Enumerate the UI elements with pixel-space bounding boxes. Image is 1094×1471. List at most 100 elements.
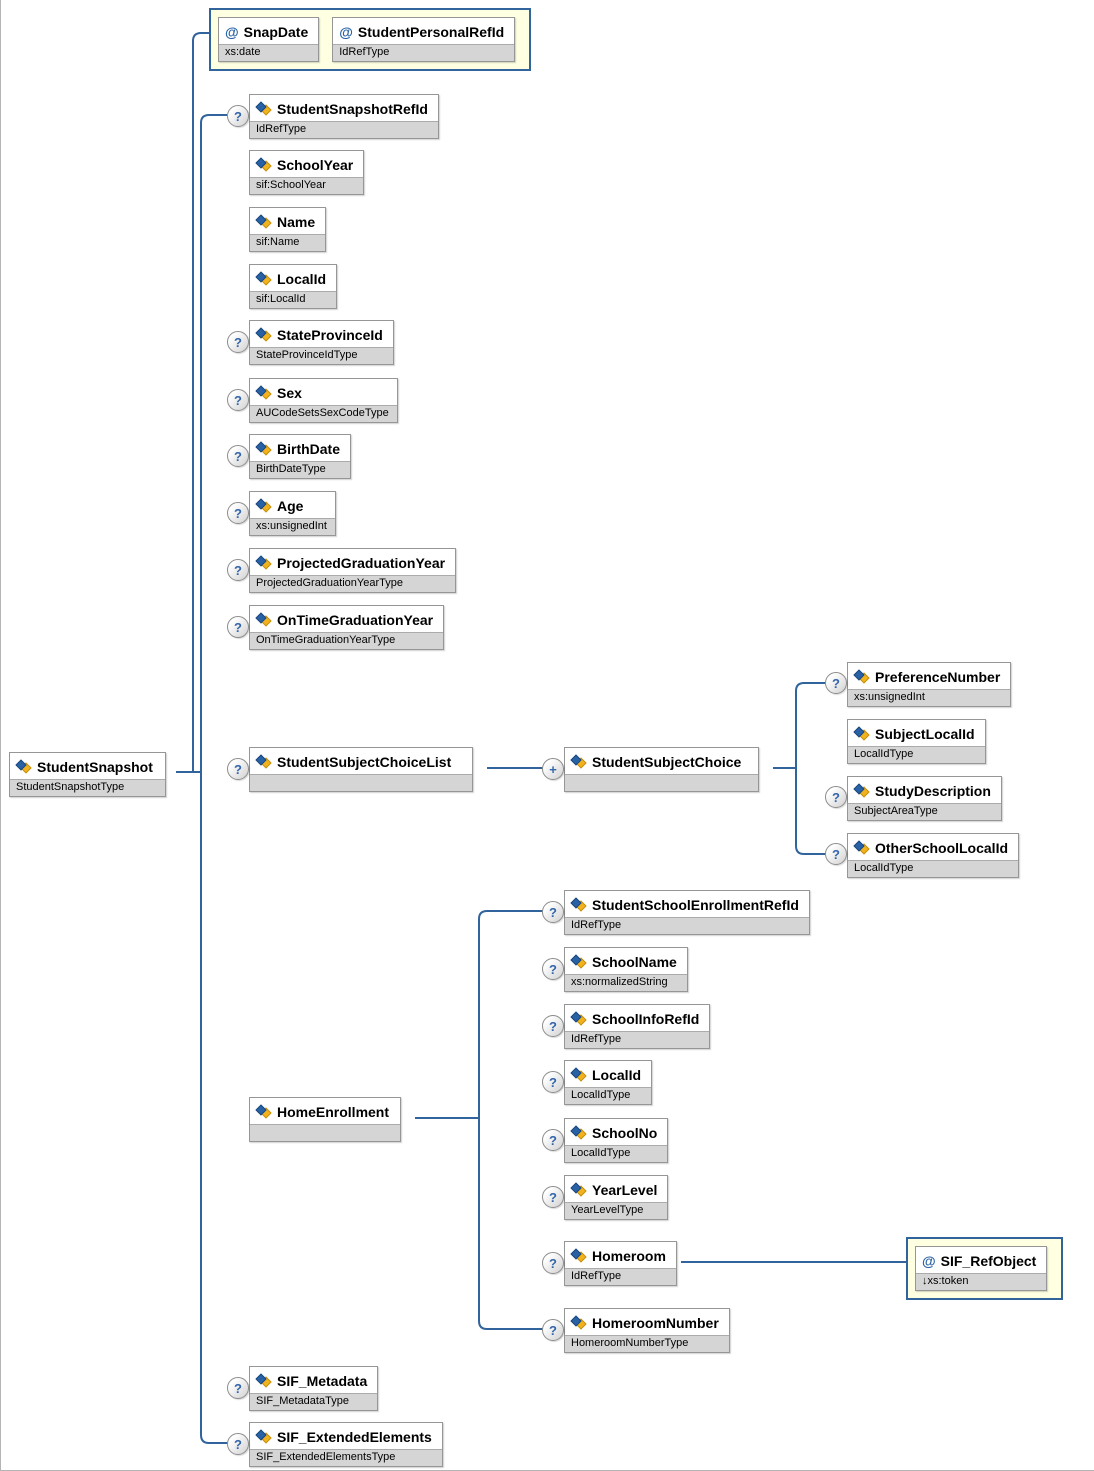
element-icon [570,896,587,912]
node-preference-number[interactable]: PreferenceNumber xs:unsignedInt [847,662,1012,707]
node-name: StudyDescription [875,782,991,799]
element-icon [255,497,272,513]
node-type: IdRefType [565,917,809,934]
element-icon [255,753,272,769]
element-icon [255,554,272,570]
node-name: StudentPersonalRefId [357,23,505,40]
node-name-row: SchoolYear [250,151,364,177]
node-student-school-enrollment-ref-id[interactable]: StudentSchoolEnrollmentRefId IdRefType [564,890,810,935]
node-study-description[interactable]: StudyDescription SubjectAreaType [847,776,1002,821]
node-local-id[interactable]: LocalId sif:LocalId [249,264,338,309]
node-he-local-id[interactable]: LocalId LocalIdType [564,1060,653,1105]
node-type: xs:normalizedString [565,974,687,991]
node-subject-local-id[interactable]: SubjectLocalId LocalIdType [847,719,986,764]
optional-indicator: ? [227,502,249,524]
node-type: BirthDateType [250,461,351,478]
node-sif-metadata[interactable]: SIF_Metadata SIF_MetadataType [249,1366,379,1411]
optional-indicator: ? [825,672,847,694]
node-name: SIF_Metadata [277,1372,368,1389]
element-icon [255,440,272,456]
optional-indicator: ? [227,559,249,581]
node-snapdate-attribute[interactable]: @SnapDate xs:date [218,17,320,62]
node-name-row: SchoolName [565,948,687,974]
node-name: SIF_ExtendedElements [277,1428,432,1445]
optional-indicator: ? [825,786,847,808]
node-sif-ref-object-attribute[interactable]: @SIF_RefObject ↓xs:token [915,1246,1048,1291]
node-type: LocalIdType [565,1087,652,1104]
attribute-icon: @ [922,1252,936,1269]
node-age[interactable]: Age xs:unsignedInt [249,491,336,536]
node-name: StudentSchoolEnrollmentRefId [592,896,799,913]
node-name: Homeroom [592,1247,666,1264]
node-projected-graduation-year[interactable]: ProjectedGraduationYear ProjectedGraduat… [249,548,457,593]
node-type: LocalIdType [848,746,985,763]
node-name: ProjectedGraduationYear [277,554,446,571]
node-student-personal-ref-id-attribute[interactable]: @StudentPersonalRefId IdRefType [332,17,516,62]
node-name: SnapDate [243,23,309,40]
node-name-row: StateProvinceId [250,321,393,347]
optional-indicator: ? [542,901,564,923]
optional-indicator: ? [227,758,249,780]
node-type: sif:SchoolYear [250,177,364,194]
node-type: xs:date [219,44,319,61]
node-homeroom-number[interactable]: HomeroomNumber HomeroomNumberType [564,1308,730,1353]
element-icon [570,1010,587,1026]
optional-indicator: ? [542,958,564,980]
node-name-row: StudentSchoolEnrollmentRefId [565,891,809,917]
node-name-row: BirthDate [250,435,351,461]
node-name-row: StudentSnapshot [10,753,165,779]
homeroom-attributes-group: @SIF_RefObject ↓xs:token [906,1237,1064,1300]
node-type: OnTimeGraduationYearType [250,632,444,649]
node-name: OtherSchoolLocalId [875,839,1009,856]
element-icon [853,668,870,684]
node-name: StudentSnapshot [37,758,153,775]
node-type: sif:Name [250,234,326,251]
node-type: SIF_MetadataType [250,1393,378,1410]
node-student-subject-choice-list[interactable]: StudentSubjectChoiceList [249,747,473,792]
element-icon [570,1066,587,1082]
element-icon [255,213,272,229]
node-school-info-ref-id[interactable]: SchoolInfoRefId IdRefType [564,1004,711,1049]
node-school-name[interactable]: SchoolName xs:normalizedString [564,947,688,992]
node-name: OnTimeGraduationYear [277,611,434,628]
node-homeroom[interactable]: Homeroom IdRefType [564,1241,677,1286]
attribute-icon: @ [339,23,353,40]
optional-indicator: ? [227,105,249,127]
node-student-subject-choice[interactable]: StudentSubjectChoice [564,747,759,792]
node-birth-date[interactable]: BirthDate BirthDateType [249,434,352,479]
node-name: StateProvinceId [277,326,383,343]
node-name: Name [277,213,316,230]
node-type: AUCodeSetsSexCodeType [250,405,397,422]
node-name-row: PreferenceNumber [848,663,1011,689]
node-school-no[interactable]: SchoolNo LocalIdType [564,1118,669,1163]
node-type: IdRefType [250,121,438,138]
element-icon [853,782,870,798]
node-sex[interactable]: Sex AUCodeSetsSexCodeType [249,378,398,423]
node-type: SIF_ExtendedElementsType [250,1449,442,1466]
node-school-year[interactable]: SchoolYear sif:SchoolYear [249,150,365,195]
node-state-province-id[interactable]: StateProvinceId StateProvinceIdType [249,320,394,365]
node-name: SubjectLocalId [875,725,975,742]
node-name-row: YearLevel [565,1176,668,1202]
node-name: SchoolYear [277,156,354,173]
node-home-enrollment[interactable]: HomeEnrollment [249,1097,401,1142]
optional-indicator: ? [227,331,249,353]
node-on-time-graduation-year[interactable]: OnTimeGraduationYear OnTimeGraduationYea… [249,605,445,650]
node-student-snapshot[interactable]: StudentSnapshot StudentSnapshotType [9,752,166,797]
optional-indicator: ? [227,445,249,467]
node-year-level[interactable]: YearLevel YearLevelType [564,1175,669,1220]
node-name: HomeEnrollment [277,1103,390,1120]
node-name: StudentSubjectChoiceList [277,753,452,770]
node-name-element[interactable]: Name sif:Name [249,207,327,252]
element-icon [853,725,870,741]
node-other-school-local-id[interactable]: OtherSchoolLocalId LocalIdType [847,833,1020,878]
node-type: LocalIdType [848,860,1019,877]
node-sif-extended-elements[interactable]: SIF_ExtendedElements SIF_ExtendedElement… [249,1422,443,1467]
node-name: BirthDate [277,440,341,457]
optional-indicator: ? [542,1252,564,1274]
node-name: PreferenceNumber [875,668,1001,685]
node-name-row: OnTimeGraduationYear [250,606,444,632]
node-type: StudentSnapshotType [10,779,165,796]
node-student-snapshot-ref-id[interactable]: StudentSnapshotRefId IdRefType [249,94,439,139]
